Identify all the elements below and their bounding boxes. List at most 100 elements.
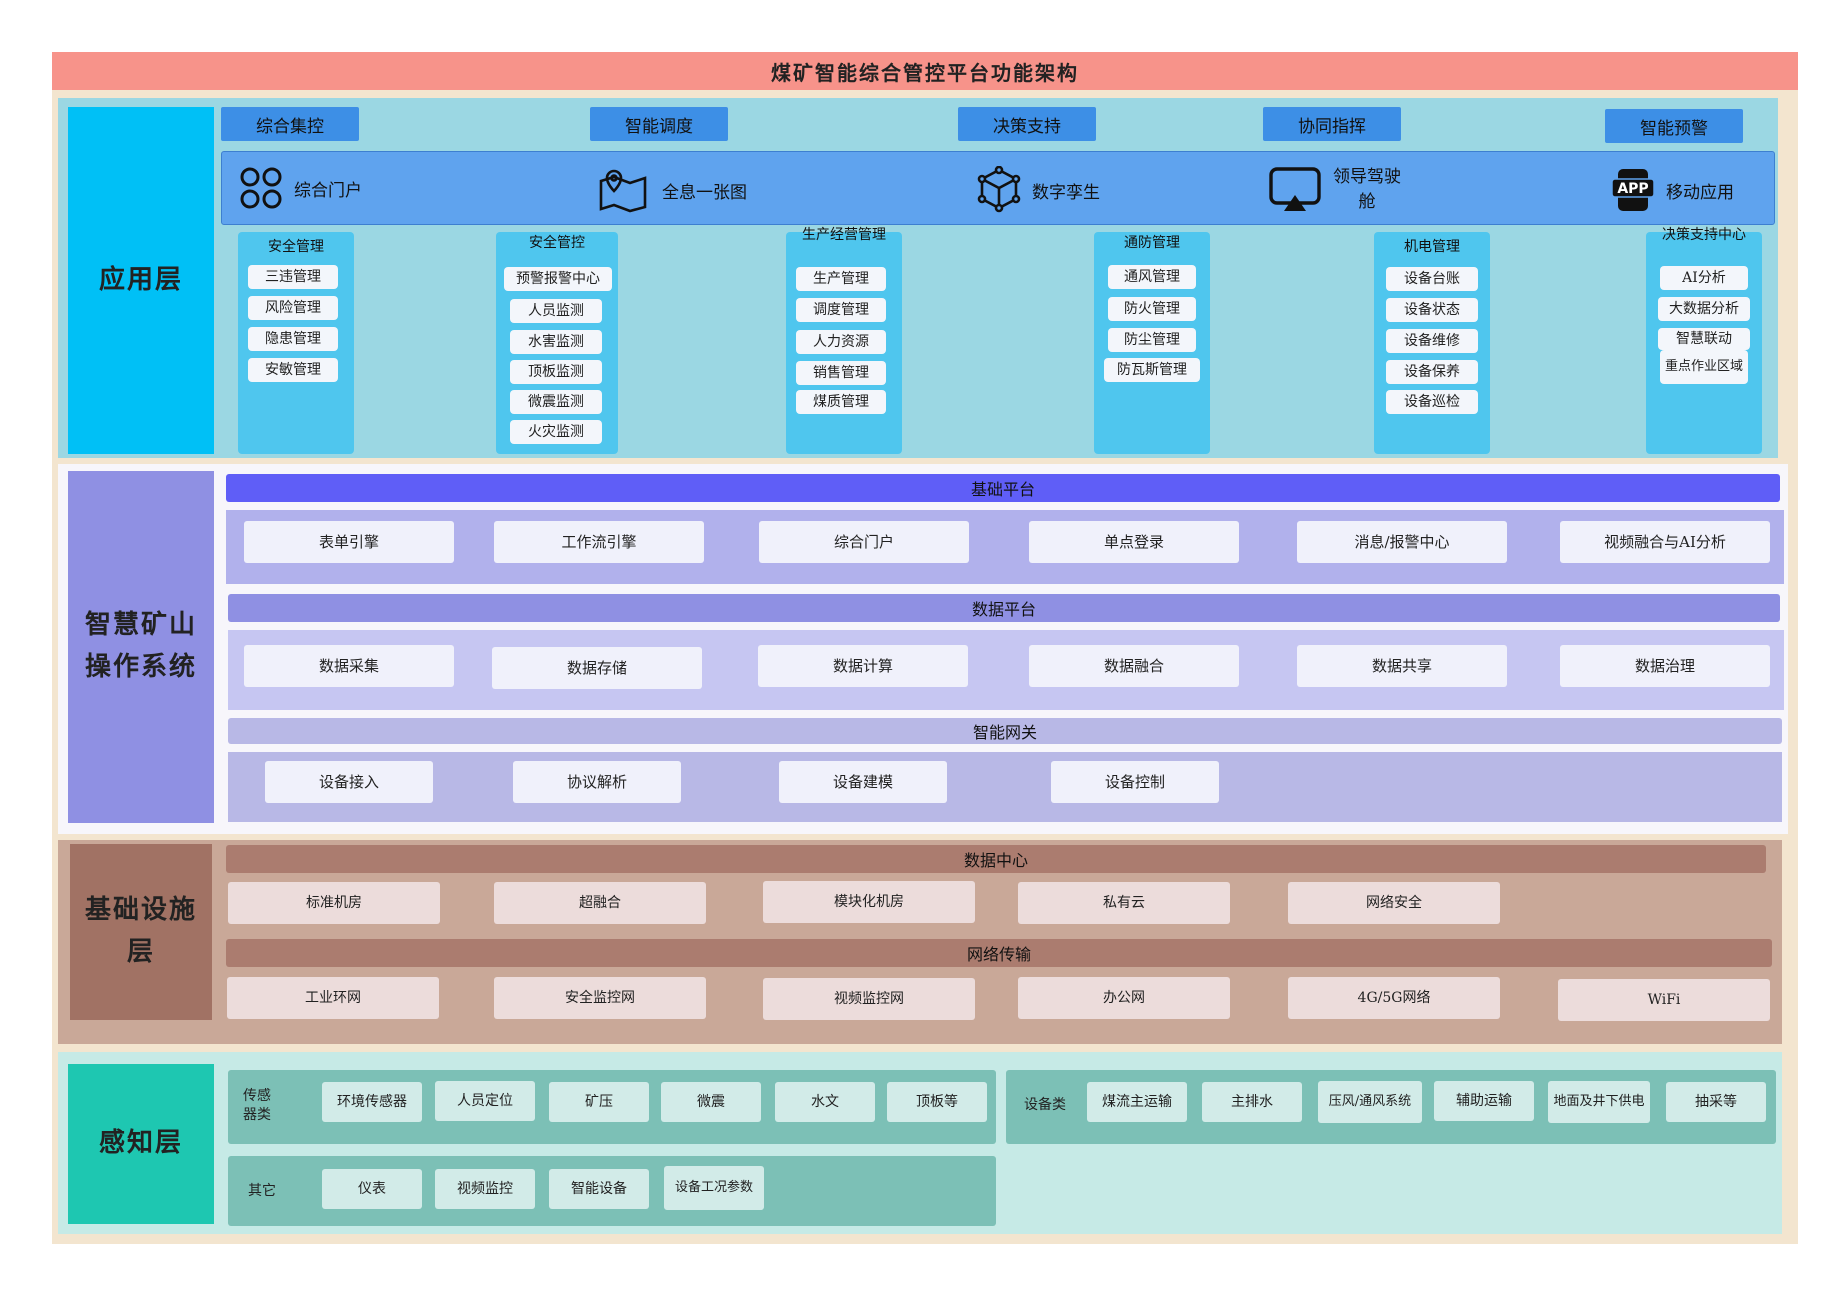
module-item[interactable]: 通风管理 bbox=[1108, 265, 1196, 289]
module-decision-support-center: 决策支持中心 AI分析 大数据分析 智慧联动 重点作业区域 bbox=[1646, 227, 1762, 454]
module-item[interactable]: 煤质管理 bbox=[796, 390, 886, 414]
gateway-title: 智能网关 bbox=[228, 718, 1782, 744]
module-item[interactable]: 安敏管理 bbox=[248, 358, 338, 382]
data-item-governance[interactable]: 数据治理 bbox=[1560, 645, 1770, 687]
device-item-extraction-etc[interactable]: 抽采等 bbox=[1666, 1082, 1766, 1122]
module-electromechanical: 机电管理 设备台账 设备状态 设备维修 设备保养 设备巡检 bbox=[1374, 232, 1490, 454]
module-item[interactable]: 重点作业区域 bbox=[1660, 350, 1748, 384]
device-item-power-supply[interactable]: 地面及井下供电 bbox=[1548, 1081, 1650, 1123]
module-item[interactable]: 大数据分析 bbox=[1658, 297, 1750, 321]
gateway-item-protocol-parsing[interactable]: 协议解析 bbox=[513, 761, 681, 803]
sensor-item-hydrology[interactable]: 水文 bbox=[775, 1082, 875, 1122]
base-platform-title: 基础平台 bbox=[226, 474, 1780, 502]
module-safety-management: 安全管理 三违管理 风险管理 隐患管理 安敏管理 bbox=[238, 232, 354, 454]
tab-collaborative-command[interactable]: 协同指挥 bbox=[1263, 107, 1401, 141]
portal-item-label: 移动应用 bbox=[1666, 182, 1734, 203]
module-item[interactable]: 智慧联动 bbox=[1658, 328, 1750, 350]
net-item-office[interactable]: 办公网 bbox=[1018, 977, 1230, 1019]
sense-layer-label: 感知层 bbox=[68, 1064, 214, 1224]
other-item-equipment-status-params[interactable]: 设备工况参数 bbox=[664, 1166, 764, 1210]
data-item-computing[interactable]: 数据计算 bbox=[758, 645, 968, 687]
dc-item-private-cloud[interactable]: 私有云 bbox=[1018, 882, 1230, 924]
tab-comprehensive-control[interactable]: 综合集控 bbox=[221, 107, 359, 141]
device-item-main-drainage[interactable]: 主排水 bbox=[1202, 1082, 1302, 1122]
sensor-item-personnel-location[interactable]: 人员定位 bbox=[435, 1081, 535, 1121]
tab-intelligent-dispatch[interactable]: 智能调度 bbox=[590, 107, 728, 141]
portal-item-label: 综合门户 bbox=[294, 180, 362, 201]
module-ventilation-prevention: 通防管理 通风管理 防火管理 防尘管理 防瓦斯管理 bbox=[1094, 232, 1210, 454]
module-item[interactable]: 防尘管理 bbox=[1108, 328, 1196, 352]
device-item-compressed-air-ventilation[interactable]: 压风/通风系统 bbox=[1318, 1081, 1422, 1123]
other-item-instruments[interactable]: 仪表 bbox=[322, 1169, 422, 1209]
tab-intelligent-warning[interactable]: 智能预警 bbox=[1605, 109, 1743, 143]
module-item[interactable]: 火灾监测 bbox=[510, 420, 602, 444]
sensor-item-roof-etc[interactable]: 顶板等 bbox=[887, 1082, 987, 1122]
net-item-4g5g[interactable]: 4G/5G网络 bbox=[1288, 977, 1500, 1019]
data-item-storage[interactable]: 数据存储 bbox=[492, 647, 702, 689]
os-layer-label: 智慧矿山操作系统 bbox=[68, 471, 214, 823]
base-item-form-engine[interactable]: 表单引擎 bbox=[244, 521, 454, 563]
data-item-collection[interactable]: 数据采集 bbox=[244, 645, 454, 687]
module-item[interactable]: 设备状态 bbox=[1386, 298, 1478, 322]
base-item-portal[interactable]: 综合门户 bbox=[759, 521, 969, 563]
other-item-smart-device[interactable]: 智能设备 bbox=[549, 1169, 649, 1209]
base-item-message-alarm-center[interactable]: 消息/报警中心 bbox=[1297, 521, 1507, 563]
gateway-item-device-access[interactable]: 设备接入 bbox=[265, 761, 433, 803]
sensor-item-environment[interactable]: 环境传感器 bbox=[322, 1082, 422, 1122]
module-item[interactable]: 销售管理 bbox=[796, 361, 886, 385]
network-title: 网络传输 bbox=[226, 939, 1772, 967]
module-item[interactable]: 生产管理 bbox=[796, 267, 886, 291]
portal-item-holographic-map[interactable]: 全息一张图 bbox=[598, 162, 747, 218]
module-item[interactable]: AI分析 bbox=[1660, 266, 1748, 290]
data-item-sharing[interactable]: 数据共享 bbox=[1297, 645, 1507, 687]
net-item-industrial-ring[interactable]: 工业环网 bbox=[227, 977, 439, 1019]
gateway-item-device-control[interactable]: 设备控制 bbox=[1051, 761, 1219, 803]
module-item[interactable]: 设备巡检 bbox=[1386, 390, 1478, 414]
module-item[interactable]: 调度管理 bbox=[796, 298, 886, 322]
app-phone-icon: APP bbox=[1611, 169, 1655, 211]
module-item[interactable]: 设备维修 bbox=[1386, 329, 1478, 353]
portal-item-leader-cockpit[interactable]: 领导驾驶舱 bbox=[1268, 160, 1402, 220]
module-item[interactable]: 人员监测 bbox=[510, 299, 602, 323]
module-item[interactable]: 防火管理 bbox=[1108, 297, 1196, 321]
module-item[interactable]: 设备台账 bbox=[1386, 267, 1478, 291]
net-item-wifi[interactable]: WiFi bbox=[1558, 979, 1770, 1021]
portal-item-label: 数字孪生 bbox=[1032, 182, 1100, 203]
portal-grid-icon bbox=[240, 167, 282, 209]
base-item-video-ai[interactable]: 视频融合与AI分析 bbox=[1560, 521, 1770, 563]
device-item-auxiliary-transport[interactable]: 辅助运输 bbox=[1434, 1081, 1534, 1121]
base-platform-band bbox=[226, 510, 1784, 584]
device-item-coal-transport[interactable]: 煤流主运输 bbox=[1087, 1082, 1187, 1122]
dc-item-hyperconverged[interactable]: 超融合 bbox=[494, 882, 706, 924]
data-item-fusion[interactable]: 数据融合 bbox=[1029, 645, 1239, 687]
module-item[interactable]: 顶板监测 bbox=[510, 360, 602, 384]
module-item[interactable]: 三违管理 bbox=[248, 265, 338, 289]
net-item-video-monitoring[interactable]: 视频监控网 bbox=[763, 978, 975, 1020]
gateway-item-device-modeling[interactable]: 设备建模 bbox=[779, 761, 947, 803]
net-item-safety-monitoring[interactable]: 安全监控网 bbox=[494, 977, 706, 1019]
module-safety-control: 安全管控 预警报警中心 人员监测 水害监测 顶板监测 微震监测 火灾监测 bbox=[496, 232, 618, 454]
module-item[interactable]: 微震监测 bbox=[510, 390, 602, 414]
module-item[interactable]: 预警报警中心 bbox=[504, 267, 612, 291]
gateway-band bbox=[228, 752, 1782, 822]
base-item-workflow-engine[interactable]: 工作流引擎 bbox=[494, 521, 704, 563]
other-item-video-monitoring[interactable]: 视频监控 bbox=[435, 1169, 535, 1209]
portal-item-comprehensive-portal[interactable]: 综合门户 bbox=[238, 160, 362, 216]
sensor-item-microseismic[interactable]: 微震 bbox=[661, 1082, 761, 1122]
data-platform-title: 数据平台 bbox=[228, 594, 1780, 622]
module-item[interactable]: 隐患管理 bbox=[248, 327, 338, 351]
dc-item-modular-room[interactable]: 模块化机房 bbox=[763, 881, 975, 923]
cockpit-screen-icon bbox=[1269, 167, 1321, 211]
portal-item-digital-twin[interactable]: 数字孪生 bbox=[976, 162, 1100, 218]
dc-item-network-security[interactable]: 网络安全 bbox=[1288, 882, 1500, 924]
module-item[interactable]: 人力资源 bbox=[796, 330, 886, 354]
tab-decision-support[interactable]: 决策支持 bbox=[958, 107, 1096, 141]
module-item[interactable]: 水害监测 bbox=[510, 330, 602, 354]
module-item[interactable]: 设备保养 bbox=[1386, 360, 1478, 384]
sensor-item-rock-pressure[interactable]: 矿压 bbox=[549, 1082, 649, 1122]
module-item[interactable]: 风险管理 bbox=[248, 296, 338, 320]
portal-item-mobile-app[interactable]: APP 移动应用 bbox=[1610, 162, 1734, 218]
dc-item-standard-room[interactable]: 标准机房 bbox=[228, 882, 440, 924]
base-item-sso[interactable]: 单点登录 bbox=[1029, 521, 1239, 563]
module-item[interactable]: 防瓦斯管理 bbox=[1104, 358, 1200, 382]
